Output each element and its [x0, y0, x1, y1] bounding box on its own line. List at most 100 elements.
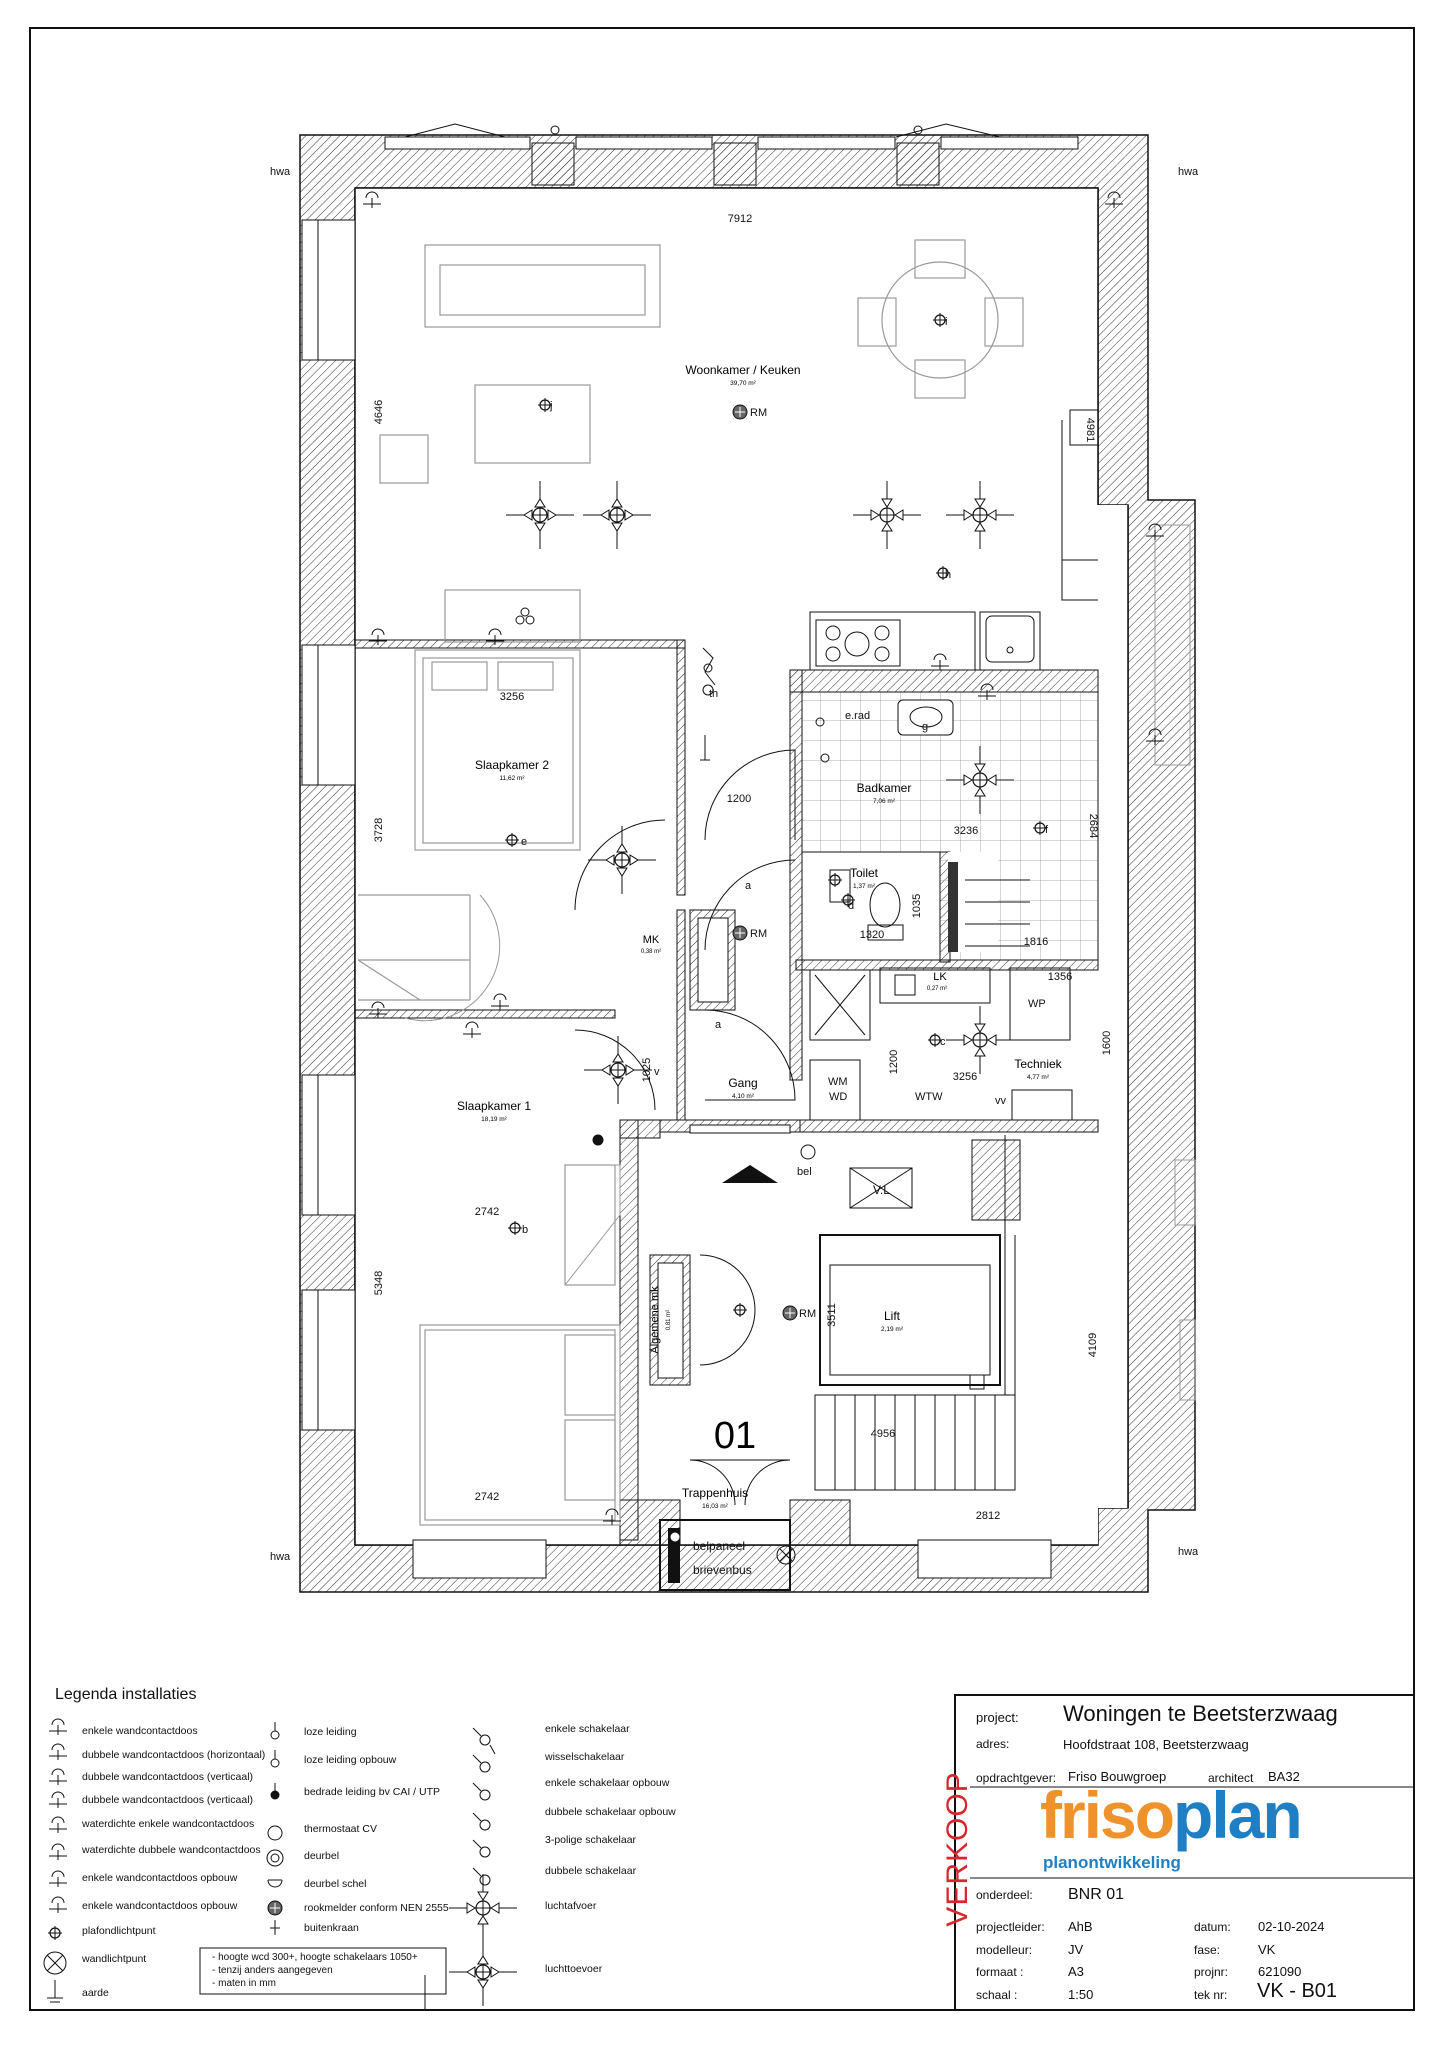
project-label: project:	[976, 1710, 1019, 1725]
room-badkamer-area: 7,06 m²	[873, 798, 896, 805]
dim-3256-techniek: 3256	[953, 1071, 977, 1083]
legend-col1-item: aarde	[82, 1987, 109, 1999]
legend-col1-item: enkele wandcontactdoos opbouw	[82, 1900, 238, 1912]
room-trappenhuis-name: Trappenhuis	[682, 1486, 748, 1500]
legend-col3-item: 3-polige schakelaar	[545, 1834, 637, 1846]
legend-title: Legenda installaties	[55, 1686, 197, 1703]
legend-col1-item: waterdichte enkele wandcontactdoos	[82, 1818, 255, 1830]
teknr-value: VK - B01	[1257, 1980, 1338, 2002]
projectleider-value: AhB	[1068, 1919, 1093, 1934]
dim-4981: 4981	[1084, 418, 1096, 442]
label-f: f	[1045, 824, 1049, 836]
fase-value: VK	[1258, 1942, 1276, 1957]
legend-col3-item: wisselschakelaar	[545, 1751, 625, 1763]
legend-col1-item: enkele wandcontactdoos	[82, 1725, 198, 1737]
room-slaapkamer1-name: Slaapkamer 1	[457, 1099, 531, 1113]
dim-1356: 1356	[1048, 971, 1072, 983]
projnr-value: 621090	[1258, 1964, 1302, 1979]
dim-5348: 5348	[373, 1271, 385, 1295]
room-gang-name: Gang	[728, 1076, 757, 1090]
dim-1600: 1600	[1101, 1031, 1113, 1055]
label-v: v	[654, 1066, 660, 1078]
label-wtw: WTW	[915, 1091, 943, 1103]
room-techniek-name: Techniek	[1014, 1057, 1062, 1071]
legend-note-1: - hoogte wcd 300+, hoogte schakelaars 10…	[212, 1952, 418, 1963]
legend-col1-item: plafondlichtpunt	[82, 1925, 156, 1937]
legend-col2-item: bedrade leiding bv CAI / UTP	[304, 1786, 440, 1798]
label-wm: WM	[828, 1076, 848, 1088]
opdrachtgever-label: opdrachtgever:	[976, 1771, 1057, 1785]
floor-plan: Woonkamer / Keuken 39,70 m² Slaapkamer 2…	[270, 123, 1199, 1593]
legend-col2-item: rookmelder conform NEN 2555	[304, 1902, 449, 1914]
legend-col1-item: enkele wandcontactdoos opbouw	[82, 1872, 238, 1884]
label-b: b	[522, 1224, 528, 1236]
formaat-value: A3	[1068, 1964, 1084, 1979]
label-wp: WP	[1028, 998, 1046, 1010]
room-badkamer-name: Badkamer	[857, 781, 912, 795]
legend-note-3: - maten in mm	[212, 1978, 276, 1989]
legend-notes-box	[199, 1947, 447, 1995]
opdrachtgever-value: Friso Bouwgroep	[1068, 1769, 1167, 1784]
dim-1200-techniek: 1200	[888, 1050, 900, 1074]
rm-trappenhuis: RM	[799, 1308, 816, 1320]
room-trappenhuis-area: 16,03 m²	[702, 1503, 728, 1510]
legend-col1-item: dubbele wandcontactdoos (horizontaal)	[82, 1749, 266, 1761]
room-mk-name: MK	[643, 934, 660, 946]
label-vv: vv	[995, 1095, 1007, 1107]
legend-col2-item: buitenkraan	[304, 1922, 359, 1934]
logo-part-plan: plan	[1173, 1778, 1303, 1852]
legend-note-2: - tenzij anders aangegeven	[212, 1965, 333, 1976]
hwa-bottom-right: hwa	[1178, 1546, 1199, 1558]
room-slaapkamer2-name: Slaapkamer 2	[475, 758, 549, 772]
legend-col1-item: wandlichtpunt	[82, 1953, 147, 1965]
dim-1200-gang: 1200	[727, 793, 751, 805]
dim-3511: 3511	[826, 1303, 838, 1327]
title-block-frame	[954, 1694, 1415, 2011]
dim-1035: 1035	[911, 894, 923, 918]
room-woonkamer-name: Woonkamer / Keuken	[685, 363, 800, 377]
legend-col1-item: dubbele wandcontactdoos (verticaal)	[82, 1771, 254, 1783]
rm-gang: RM	[750, 928, 767, 940]
project-value: Woningen te Beetsterzwaag	[1063, 1701, 1338, 1726]
label-a-gang2: a	[715, 1019, 722, 1031]
label-e-bedroom: e	[521, 836, 527, 848]
label-th: th	[709, 688, 718, 700]
label-vl: V.L	[873, 1183, 890, 1197]
hwa-top-right: hwa	[1178, 166, 1199, 178]
projectleider-label: projectleider:	[976, 1920, 1045, 1934]
legend-col3-item: enkele schakelaar opbouw	[545, 1777, 670, 1789]
adres-value: Hoofdstraat 108, Beetsterzwaag	[1063, 1737, 1249, 1752]
legend-col3-item: luchttoevoer	[545, 1963, 603, 1975]
fase-label: fase:	[1194, 1943, 1221, 1957]
room-slaapkamer2-area: 11,62 m²	[499, 775, 525, 782]
label-brievenbus: brievenbus	[693, 1563, 752, 1577]
room-lift-name: Lift	[884, 1309, 901, 1323]
legend-col3-item: luchtafvoer	[545, 1900, 597, 1912]
room-algemene-mk-name: Algemene mk	[649, 1286, 661, 1354]
status-verkoop: VERKOOP	[941, 1771, 974, 1927]
room-algemene-mk-area: 0,81 m²	[666, 1310, 672, 1330]
room-woonkamer-area: 39,70 m²	[730, 380, 756, 387]
logo-wordmark: frisoplan	[1040, 1782, 1303, 1848]
room-gang-area: 4,10 m²	[732, 1093, 755, 1100]
modelleur-label: modelleur:	[976, 1943, 1033, 1957]
legend-col2-item: thermostaat CV	[304, 1823, 377, 1835]
label-h: h	[945, 569, 951, 581]
schaal-label: schaal :	[976, 1988, 1018, 2002]
projnr-label: projnr:	[1194, 1965, 1229, 1979]
legend-col3-item: enkele schakelaar	[545, 1723, 630, 1735]
label-g: g	[922, 721, 928, 733]
sheet-frame	[29, 27, 1415, 2011]
legend-col1-item: waterdichte dubbele wandcontactdoos	[82, 1844, 261, 1856]
room-lk-area: 0,27 m²	[927, 986, 947, 992]
onderdeel-value: BNR 01	[1068, 1886, 1125, 1903]
dim-2742-top: 2742	[475, 1206, 499, 1218]
room-toilet-area: 1,37 m²	[853, 883, 876, 890]
legend-col2-item: deurbel	[304, 1850, 340, 1862]
label-belpaneel: belpaneel	[693, 1539, 745, 1553]
label-c: c	[940, 1036, 946, 1048]
dim-2742-bottom: 2742	[475, 1491, 499, 1503]
dim-3728: 3728	[373, 818, 385, 842]
legend-col1-item: dubbele wandcontactdoos (verticaal)	[82, 1794, 254, 1806]
label-j: j	[549, 400, 552, 412]
